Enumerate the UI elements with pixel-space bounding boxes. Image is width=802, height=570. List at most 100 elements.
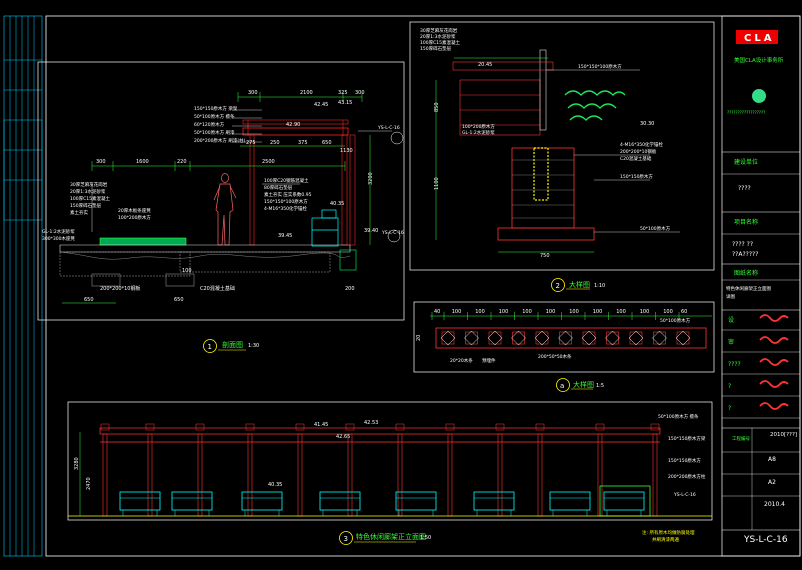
beam-end — [395, 423, 405, 431]
dim-text: 300 — [248, 90, 258, 96]
view-title: 特色休闲廊架正立面图 — [356, 532, 426, 541]
elevation-text: 40.35 — [268, 482, 282, 488]
beam-end — [495, 423, 505, 431]
annotation: 100厚C15素混凝土 — [70, 195, 110, 202]
view-title: 剖面图 — [222, 340, 243, 349]
column — [297, 433, 303, 517]
size-label: A2 — [768, 479, 776, 486]
title-block: CLA 美国CLA设计事务所 ?????????????????? 建设单位 ?… — [721, 15, 801, 557]
firm-logo — [736, 30, 778, 44]
annotation: GL-1:2水泥砂浆 — [42, 228, 75, 235]
dim-text: 100 — [616, 309, 626, 315]
elevation-text: 20.45 — [478, 62, 492, 68]
top-beam — [99, 427, 661, 435]
elevation-text: 41.45 — [314, 422, 328, 428]
bench — [311, 209, 339, 247]
annotation: 200*200*10钢板 — [100, 285, 140, 292]
dim-text: 3280 — [74, 457, 80, 470]
view-scale: 1:30 — [248, 343, 259, 349]
detail-callout: YS-L-C-16 — [377, 125, 400, 131]
annotation: 200*200原木方柱 — [668, 473, 706, 480]
firm-name: 美国CLA设计事务所 — [734, 56, 784, 64]
diamond-panel — [581, 330, 597, 346]
beam-end — [100, 423, 110, 431]
annotation: 20厚1:3水泥砂浆 — [420, 33, 456, 40]
diamond-panel — [534, 330, 550, 346]
view-title: 大样图 — [569, 280, 590, 289]
annotation: GL-1:2水泥砂浆 — [462, 129, 495, 136]
diamond-panel — [511, 330, 526, 346]
dim-text: 1130 — [340, 148, 353, 154]
dim-text: 650 — [84, 297, 94, 303]
dim-text: 250 — [270, 140, 280, 146]
dim-text: 650 — [174, 297, 184, 303]
annotation: 50*100原木方 檩条 — [194, 113, 235, 120]
beam-end — [345, 423, 355, 431]
signature-mark — [759, 358, 789, 366]
annotation: C20混凝土基础 — [200, 285, 235, 292]
annotation: 150*150原木方 — [620, 173, 653, 180]
signature-row: ? — [722, 402, 800, 419]
dim-text: 275 — [246, 140, 256, 146]
section-heading: 项目名称 — [734, 218, 758, 226]
annotation: 200*50*50木条 — [538, 353, 572, 360]
annotation: 300*300木座凳 — [42, 235, 75, 242]
annotation: 60*120原木方 — [194, 121, 225, 128]
column — [147, 433, 153, 517]
annotation: 150厚碎石垫层 — [70, 202, 102, 209]
annotation: 100*200原木方 — [118, 214, 151, 221]
dim-text: 100 — [499, 309, 509, 315]
project-value: ???? ?? — [732, 241, 753, 248]
annotation: 150*150原木方 梁架 — [194, 105, 238, 112]
column — [537, 433, 543, 517]
annotation: 80厚碎石垫层 — [264, 184, 293, 191]
elevation-text: 42.53 — [364, 420, 378, 426]
annotation: 30厚芝麻灰花岗岩 — [70, 181, 108, 188]
firm-logo-text: CLA — [744, 33, 774, 44]
beam-end — [295, 423, 305, 431]
project-value: ??A????? — [732, 251, 758, 258]
beam-end — [595, 423, 605, 431]
column — [397, 433, 403, 517]
column — [497, 433, 503, 517]
elevation-text: 42.65 — [336, 434, 350, 440]
column — [652, 433, 658, 517]
partner-logo — [752, 89, 766, 103]
view-scale: 1:50 — [420, 535, 431, 541]
bench — [171, 491, 213, 516]
drawing-date: 2010.4 — [764, 501, 785, 508]
diamond-panel — [464, 330, 479, 346]
dim-text: 375 — [298, 140, 308, 146]
elevation-text: 39.40 — [364, 228, 378, 234]
dim-text: 300 — [96, 159, 106, 165]
annotation: 30厚芝麻灰花岗岩 — [420, 27, 458, 34]
dim-text: 100 — [663, 309, 673, 315]
signature-label: ???? — [728, 361, 741, 368]
signature-label: ? — [728, 383, 731, 390]
elevation-text: 42.45 — [314, 102, 328, 108]
column — [197, 433, 203, 517]
section-heading: 图纸名称 — [734, 269, 758, 277]
general-note: 注: 所有原木均做防腐处理 — [642, 529, 695, 536]
annotation: 20*20木条 — [450, 357, 473, 364]
view-3-elevation: 3280 2470 41.45 42.53 42.65 40.35 50*100… — [67, 401, 713, 545]
view-number: 2 — [556, 282, 560, 290]
dim-text: 1600 — [136, 159, 149, 165]
beam-end — [445, 423, 455, 431]
dim-text: 100 — [522, 309, 532, 315]
client-value: ???? — [738, 185, 751, 192]
pergola-elevation — [99, 423, 661, 517]
annotation: 150*150*100原木方 — [264, 198, 308, 205]
diamond-panel — [675, 330, 691, 346]
binding-strip — [3, 15, 43, 557]
beam-end — [650, 423, 660, 431]
dim-text: 40 — [434, 309, 440, 315]
dim-text: 200 — [345, 286, 355, 292]
ground-section: 39.45 39.40 200*200*10钢板 C20混凝土基础 650 65… — [59, 228, 404, 304]
annotation: 100厚C20钢筋混凝土 — [264, 177, 309, 184]
view-1-section: 300 2100 325 300 42.45 43.15 42.90 150*1… — [37, 61, 405, 353]
sheet-label: A8 — [768, 456, 776, 463]
signature-mark — [759, 402, 789, 410]
